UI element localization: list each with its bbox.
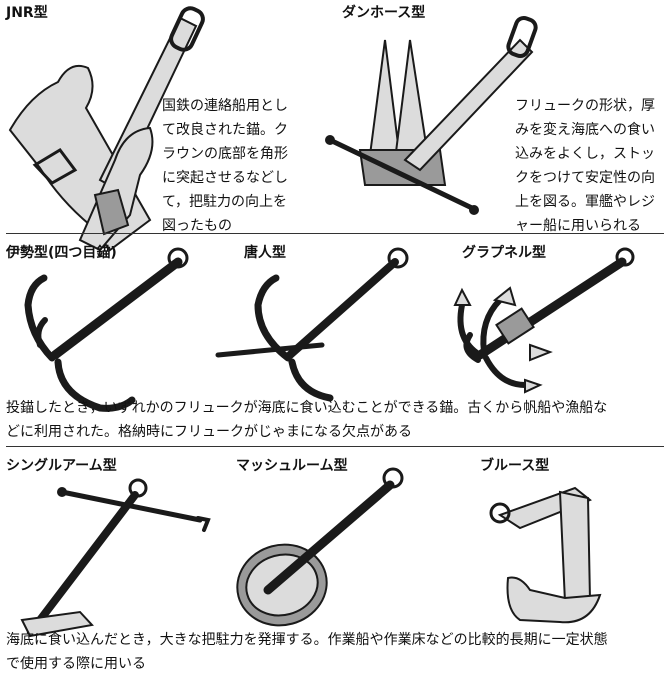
bottom-line-2: で使用する際に用いる: [6, 656, 146, 672]
bruce-title: ブルース型: [480, 458, 550, 474]
single-arm-anchor-illustration: [20, 478, 211, 638]
bruce-anchor-illustration: [489, 486, 602, 624]
jnr-description: 国鉄の連絡船用とし て改良された錨。ク ラウンの底部を角形 に突起させるなどし …: [162, 94, 288, 238]
danforth-line-2: みを変え海底への食い: [515, 122, 655, 138]
jnr-line-1: 国鉄の連絡船用とし: [162, 98, 288, 114]
danforth-line-6: ャー船に用いられる: [515, 218, 641, 234]
jnr-line-6: 図ったもの: [162, 218, 232, 234]
bottom-line-1: 海底に食い込んだとき，大きな把駐力を発揮する。作業船や作業床などの比較的長期に一…: [6, 632, 608, 648]
mushroom-anchor-illustration: [236, 467, 404, 627]
jnr-title: JNR型: [6, 5, 48, 21]
bottom-description: 海底に食い込んだとき，大きな把駐力を発揮する。作業船や作業床などの比較的長期に一…: [6, 628, 608, 676]
danforth-line-1: フリュークの形状，厚: [515, 98, 655, 114]
section-divider-2: [6, 446, 664, 447]
ise-anchor-illustration: [24, 247, 189, 412]
jnr-line-5: て，把駐力の向上を: [162, 194, 288, 210]
middle-description: 投錨したとき，いずれかのフリュークが海底に食い込むことができる錨。古くから帆船や…: [6, 396, 607, 444]
ise-title: 伊勢型(四つ目錨): [6, 245, 117, 261]
danforth-anchor-illustration: [325, 15, 538, 215]
jnr-anchor-illustration: [8, 6, 205, 252]
jnr-line-2: て改良された錨。ク: [162, 122, 288, 138]
grapnel-anchor-illustration: [453, 247, 635, 394]
section-divider-1: [6, 233, 664, 234]
single-arm-title: シングルアーム型: [6, 458, 117, 474]
jnr-line-3: ラウンの底部を角形: [162, 146, 288, 162]
danforth-line-4: クをつけて安定性の向: [515, 170, 655, 186]
middle-line-2: どに利用された。格納時にフリュークがじゃまになる欠点がある: [6, 424, 412, 440]
middle-line-1: 投錨したとき，いずれかのフリュークが海底に食い込むことができる錨。古くから帆船や…: [6, 400, 608, 416]
karahito-title: 唐人型: [244, 245, 286, 261]
danforth-line-3: 込みをよくし，ストッ: [515, 146, 655, 162]
danforth-line-5: 上を図る。軍艦やレジ: [515, 194, 655, 210]
grapnel-title: グラプネル型: [462, 245, 546, 261]
karahito-anchor-illustration: [215, 247, 409, 402]
danforth-title: ダンホース型: [342, 5, 426, 21]
danforth-description: フリュークの形状，厚 みを変え海底への食い 込みをよくし，ストッ クをつけて安定…: [515, 94, 655, 238]
mushroom-title: マッシュルーム型: [236, 458, 348, 474]
jnr-line-4: に突起させるなどし: [162, 170, 288, 186]
